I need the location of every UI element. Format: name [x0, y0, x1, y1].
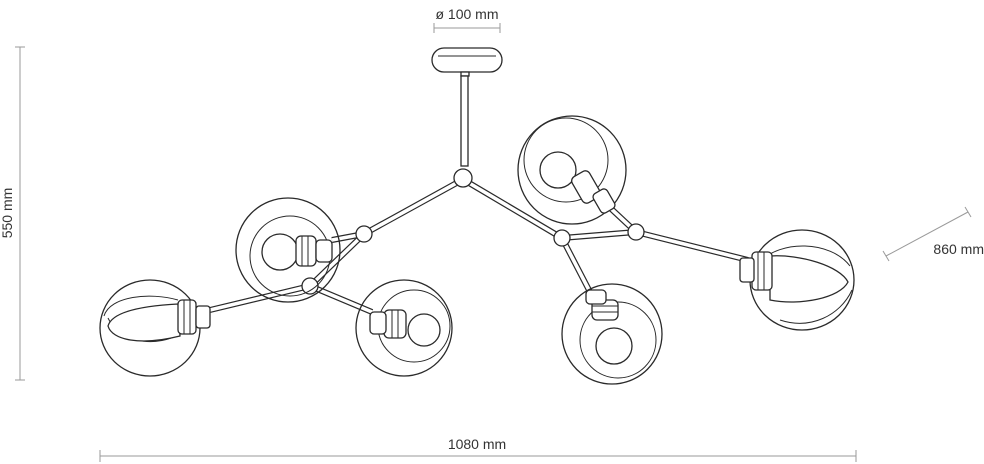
width-label: 1080 mm	[448, 436, 506, 452]
globe-lower-left	[355, 279, 453, 377]
globe-upper-right	[517, 115, 627, 225]
dimension-canopy-diameter: ø 100 mm	[433, 6, 501, 33]
depth-label: 860 mm	[933, 241, 984, 257]
center-stem	[460, 75, 469, 167]
right-joint	[553, 229, 571, 247]
right-hub	[627, 223, 645, 241]
globe-lower-right	[561, 283, 663, 385]
left-joint	[355, 225, 373, 243]
joints	[301, 168, 645, 295]
dimension-width: 1080 mm	[99, 436, 857, 462]
globe-far-right	[739, 229, 855, 331]
height-label: 550 mm	[0, 188, 15, 239]
globe-far-left	[99, 279, 211, 377]
dimension-height: 550 mm	[0, 46, 25, 381]
ceiling-canopy	[431, 47, 503, 77]
center-hub	[453, 168, 473, 188]
dimension-depth: 860 mm	[882, 206, 984, 262]
lower-left-hub	[301, 277, 319, 295]
canopy-diameter-label: ø 100 mm	[435, 6, 498, 22]
globe-upper-left	[235, 197, 341, 303]
